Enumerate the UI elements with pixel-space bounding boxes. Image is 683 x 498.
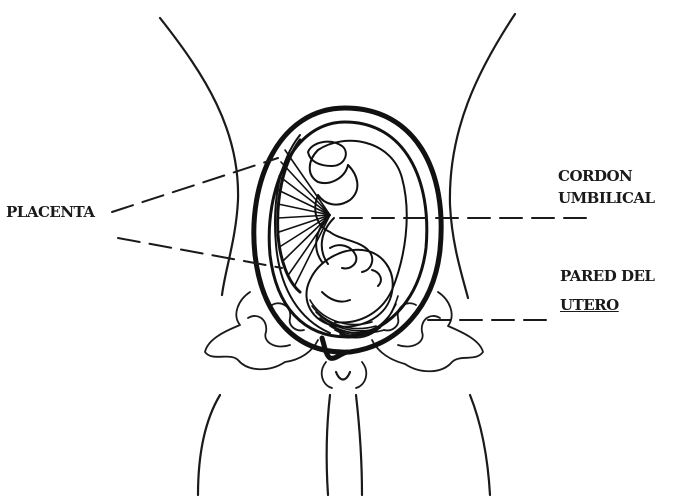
inner-left-leg bbox=[327, 395, 330, 495]
cordon-label-line2: UMBILICAL bbox=[558, 190, 655, 207]
body-right-contour bbox=[450, 14, 515, 298]
leader-lines bbox=[112, 158, 590, 320]
sacrum-left bbox=[322, 362, 332, 388]
uterus-wall-outer bbox=[254, 108, 441, 352]
leader-placenta-upper bbox=[112, 158, 278, 212]
left-thigh-outline bbox=[198, 395, 220, 495]
fetus-back bbox=[318, 141, 407, 323]
leader-placenta-lower bbox=[118, 238, 282, 268]
placenta-label: PLACENTA bbox=[6, 204, 95, 221]
cordon-label-line1: CORDON bbox=[558, 168, 632, 185]
fetus-face bbox=[322, 292, 350, 302]
sacrum-right bbox=[356, 362, 366, 388]
pelvis-bones bbox=[205, 292, 483, 388]
pared-label-line2: UTERO bbox=[560, 297, 619, 314]
inner-right-leg bbox=[356, 395, 362, 495]
crotch-line bbox=[336, 372, 350, 380]
uterus bbox=[254, 108, 441, 358]
pared-label-line1: PARED DEL bbox=[560, 268, 654, 285]
uterus-cervix bbox=[322, 338, 348, 358]
fetus-legs bbox=[318, 165, 357, 205]
right-thigh-outline bbox=[470, 395, 490, 495]
fetus-ear bbox=[372, 270, 381, 286]
left-pelvis-inner bbox=[248, 316, 290, 347]
